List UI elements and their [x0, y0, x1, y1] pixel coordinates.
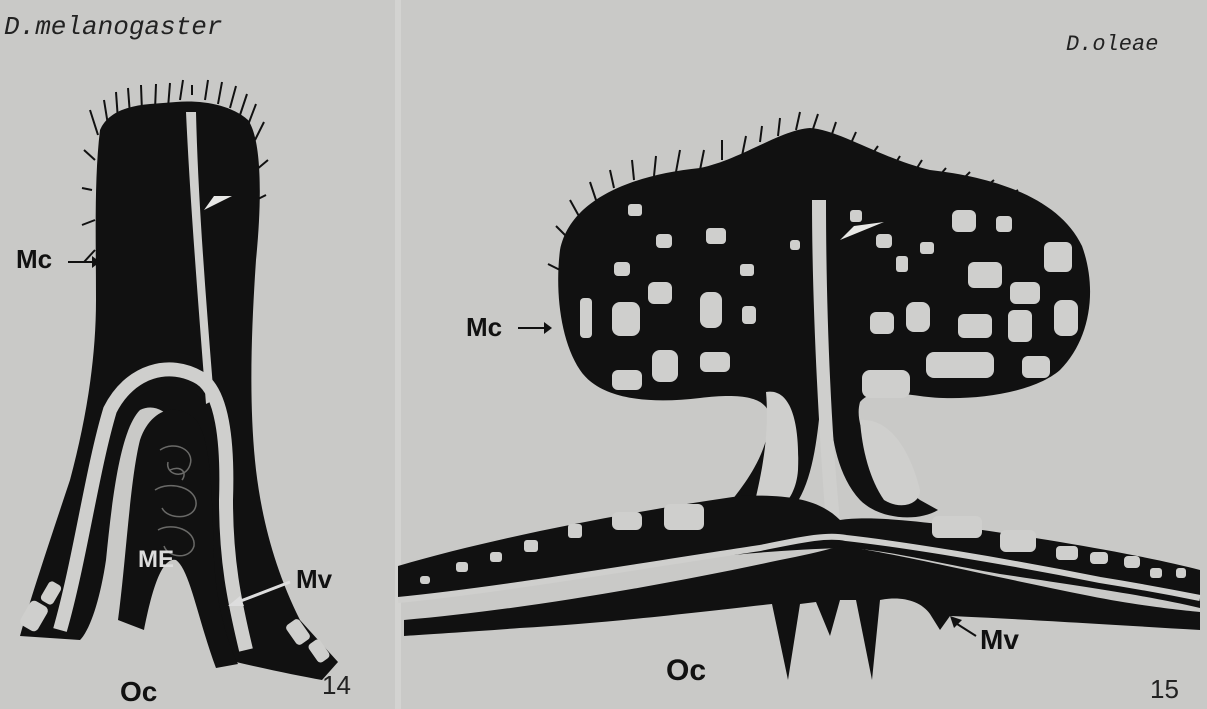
panel-14-figure-number: 14: [322, 672, 351, 698]
panel-14-mv-label: Mv: [296, 566, 332, 592]
panel-14-me-label: ME: [138, 548, 174, 572]
panel-15-species-label: D.oleae: [1066, 34, 1158, 56]
panel-14-species-label: D.melanogaster: [4, 14, 222, 40]
panel-14-oc-label: Oc: [120, 678, 157, 706]
panel-15-figure-number: 15: [1150, 676, 1179, 702]
panel-14-mc-label: Mc: [16, 246, 52, 272]
panel-15-mc-label: Mc: [466, 314, 502, 340]
panel-15-mv-label: Mv: [980, 626, 1019, 654]
panel-15-oc-label: Oc: [666, 656, 706, 686]
